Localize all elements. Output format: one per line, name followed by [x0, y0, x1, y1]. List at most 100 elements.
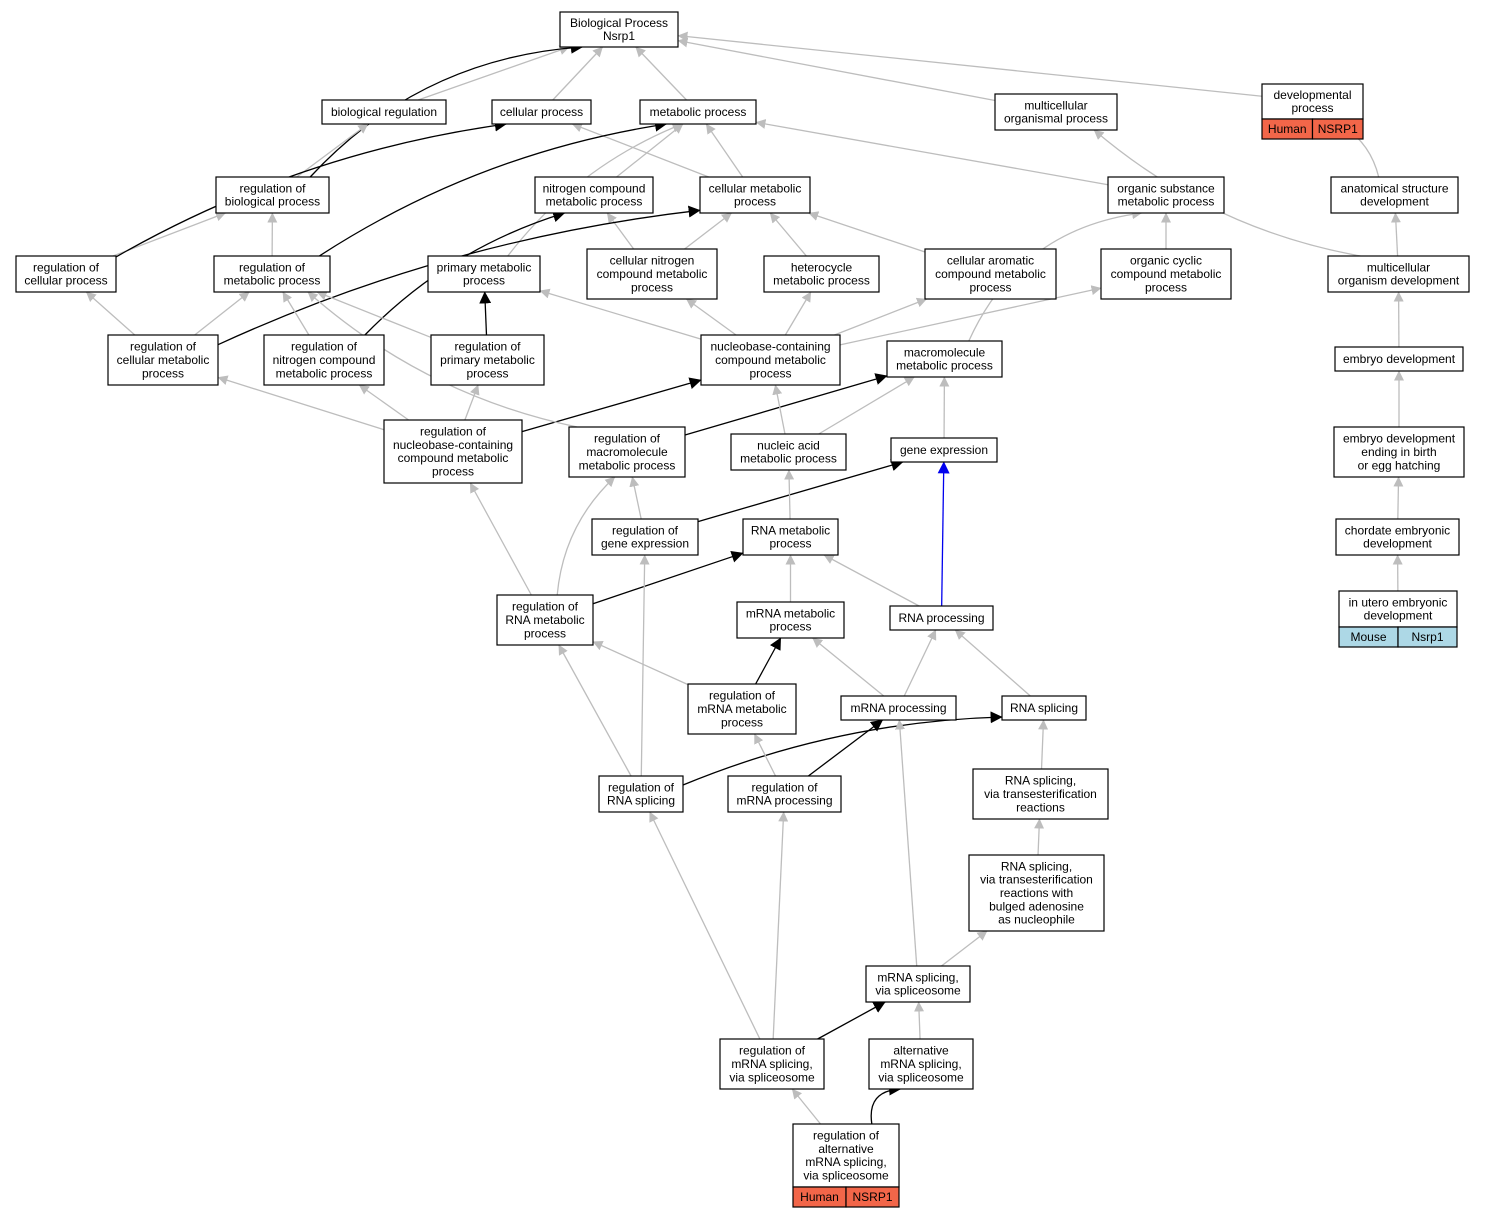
- term-label-line: metabolic process: [1118, 195, 1215, 209]
- term-node-rnasplice[interactable]: RNA splicing: [1001, 695, 1087, 721]
- edge-regbio-to-bioreg: [296, 123, 369, 178]
- term-box-rnaproc: [889, 605, 994, 631]
- term-label-line: nucleobase-containing: [393, 438, 513, 452]
- term-label-line: regulation of: [612, 523, 679, 537]
- term-box-regcellmet: [107, 334, 219, 386]
- edge-bioreg-to-root: [417, 45, 570, 101]
- edge-multidev-to-anat: [1390, 212, 1401, 257]
- term-label-line: biological process: [225, 195, 320, 209]
- term-label-line: via spliceosome: [878, 1070, 964, 1084]
- edge-mrnaproc-to-rnaproc: [903, 629, 937, 697]
- term-node-cellproc[interactable]: cellular process: [491, 99, 592, 125]
- term-node-rnatrans[interactable]: RNA splicing,via transesterificationreac…: [972, 768, 1109, 820]
- term-label-line: cellular metabolic: [117, 353, 210, 367]
- term-label-line: process: [734, 195, 776, 209]
- gene-cell: [1397, 626, 1458, 648]
- term-node-metproc[interactable]: metabolic process: [639, 99, 757, 125]
- edge-regmrnaproc-to-mrnaproc: [807, 719, 884, 777]
- term-box-regmrnamet: [687, 683, 797, 735]
- edge-reggene-to-geneexp: [697, 459, 904, 523]
- term-label-line: alternative: [818, 1142, 874, 1156]
- edge-mrnasplice-to-rnabulged: [941, 930, 988, 967]
- term-label-line: bulged adenosine: [989, 899, 1084, 913]
- term-box-cellproc: [491, 99, 592, 125]
- term-label-line: organism development: [1338, 274, 1460, 288]
- term-node-rnabulged[interactable]: RNA splicing,via transesterificationreac…: [968, 854, 1105, 932]
- term-label-line: regulation of: [130, 340, 197, 354]
- edge-regprim-to-regmet: [316, 290, 432, 339]
- term-box-metproc: [639, 99, 757, 125]
- term-node-mrnaproc[interactable]: mRNA processing: [840, 695, 957, 721]
- edge-mrnaproc-to-mrnamet: [812, 637, 885, 697]
- term-label-line: process: [769, 537, 811, 551]
- gene-cell: [845, 1186, 900, 1208]
- term-box-utero: [1338, 590, 1458, 628]
- term-label-line: compound metabolic: [398, 451, 509, 465]
- term-label-line: organismal process: [1004, 112, 1108, 126]
- edge-nucacid-to-nucbase: [772, 384, 786, 435]
- term-label-line: regulation of: [239, 181, 306, 195]
- term-box-nucacid: [730, 433, 847, 471]
- term-label-line: via spliceosome: [803, 1168, 889, 1182]
- term-label-line: mRNA metabolic: [746, 606, 835, 620]
- term-node-rnaproc[interactable]: RNA processing: [889, 605, 994, 631]
- term-box-mrnamet: [736, 601, 845, 639]
- term-label-line: nitrogen compound: [273, 353, 376, 367]
- term-node-geneexp[interactable]: gene expression: [890, 437, 998, 463]
- edge-regrnamet-to-regmacro: [556, 476, 616, 596]
- term-label-line: embryo development: [1343, 432, 1456, 446]
- term-node-mrnasplice[interactable]: mRNA splicing,via spliceosome: [865, 965, 971, 1003]
- term-label-line: chordate embryonic: [1345, 523, 1450, 537]
- term-label-line: macromolecule: [586, 445, 668, 459]
- term-label-line: metabolic process: [546, 195, 643, 209]
- term-node-regnucbase[interactable]: regulation ofnucleobase-containingcompou…: [383, 419, 523, 484]
- term-label-line: RNA splicing,: [1005, 774, 1076, 788]
- term-node-bioreg[interactable]: biological regulation: [321, 99, 447, 125]
- term-label-line: regulation of: [709, 689, 776, 703]
- term-box-multidev: [1327, 255, 1470, 293]
- term-box-rnatrans: [972, 768, 1109, 820]
- term-label-line: organic substance: [1117, 181, 1215, 195]
- term-node-embryo[interactable]: embryo development: [1334, 346, 1464, 372]
- term-box-mrnasplice: [865, 965, 971, 1003]
- term-label-line: RNA splicing,: [1001, 859, 1072, 873]
- term-label-line: mRNA processing: [736, 794, 832, 808]
- edge-regrnamet-to-regnucbase: [469, 482, 532, 596]
